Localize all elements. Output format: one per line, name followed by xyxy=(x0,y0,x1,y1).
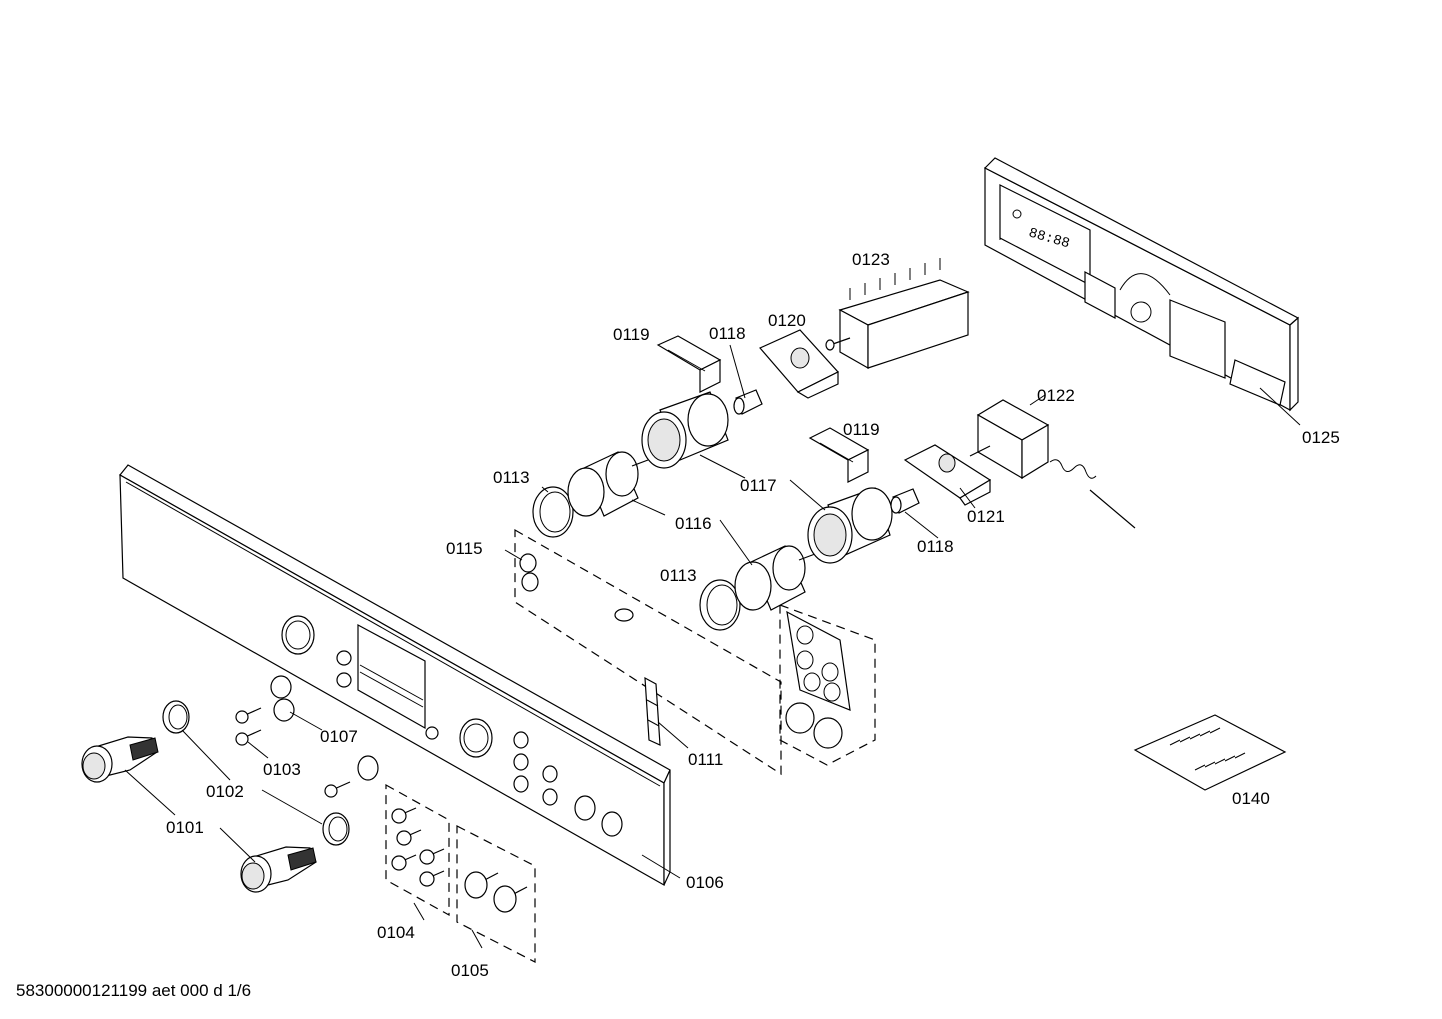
label-0103: 0103 xyxy=(263,760,301,779)
clips-0107 xyxy=(270,675,379,781)
label-0122: 0122 xyxy=(1037,386,1075,405)
label-0113-lower: 0113 xyxy=(660,566,697,585)
label-0107: 0107 xyxy=(320,727,358,746)
pushbuttons-0103 xyxy=(235,707,351,798)
label-0116: 0116 xyxy=(675,514,712,533)
label-0119-lower: 0119 xyxy=(843,420,880,439)
bracket-0121 xyxy=(903,444,992,506)
bracket-0119-lower xyxy=(808,427,870,483)
keypad-group xyxy=(779,604,876,766)
document-footer: 58300000121199 aet 000 d 1/6 xyxy=(16,981,252,1000)
housing-0117-lower xyxy=(807,487,893,564)
button-set-0104 xyxy=(385,783,450,917)
sleeve-0116-upper xyxy=(567,451,649,517)
label-0120: 0120 xyxy=(768,311,806,330)
label-0119-upper: 0119 xyxy=(613,325,650,344)
knob-0101-upper xyxy=(81,736,159,783)
control-module-0125: 88:88 xyxy=(983,157,1300,412)
thermostat-0122 xyxy=(969,399,1136,529)
label-0104: 0104 xyxy=(377,923,415,942)
label-0140: 0140 xyxy=(1232,789,1270,808)
ring-0102-upper xyxy=(162,700,190,734)
label-0105: 0105 xyxy=(451,961,489,980)
knob-0101-lower xyxy=(240,846,317,893)
sleeve-0116-lower xyxy=(734,545,816,611)
spring-clip-0111 xyxy=(644,676,661,746)
housing-0117-upper xyxy=(641,391,729,469)
label-0121: 0121 xyxy=(967,507,1005,526)
ring-0102-lower xyxy=(322,812,350,846)
bracket-0119-upper xyxy=(656,335,722,393)
selector-switch-0123 xyxy=(825,258,970,370)
front-panel xyxy=(119,464,671,887)
label-0102: 0102 xyxy=(206,782,244,801)
leader-lines xyxy=(124,344,1301,949)
label-0118-lower: 0118 xyxy=(917,537,954,556)
pin-0118-upper xyxy=(733,389,763,415)
button-set-0105 xyxy=(456,825,536,963)
label-0111: 0111 xyxy=(688,750,724,769)
label-0118-upper: 0118 xyxy=(709,324,746,343)
label-0101: 0101 xyxy=(166,818,204,837)
pin-0118-lower xyxy=(890,488,920,514)
label-0123: 0123 xyxy=(852,250,890,269)
label-0125: 0125 xyxy=(1302,428,1340,447)
label-0113-upper: 0113 xyxy=(493,468,530,487)
label-0117: 0117 xyxy=(740,476,777,495)
collar-0113-lower xyxy=(699,579,741,631)
screw-bag-0140 xyxy=(1133,714,1287,791)
bracket-group-0115 xyxy=(514,528,782,776)
label-0115: 0115 xyxy=(446,539,483,558)
bracket-0120 xyxy=(759,329,839,399)
collar-0113-upper xyxy=(532,486,574,538)
label-0106: 0106 xyxy=(686,873,724,892)
